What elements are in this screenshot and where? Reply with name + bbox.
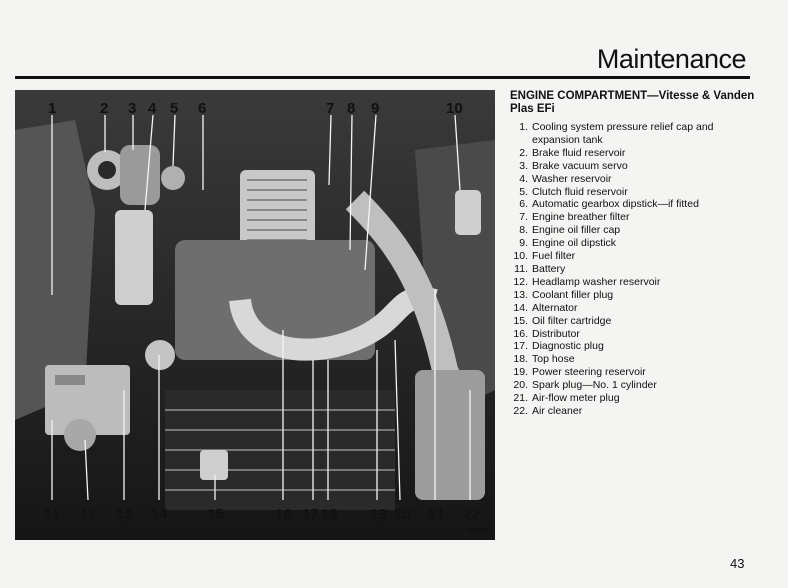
legend-item-number: 16.: [513, 327, 528, 340]
figure-code: H06810: [466, 528, 491, 535]
callout-number: 12: [80, 506, 97, 523]
legend-title: ENGINE COMPARTMENT—Vitesse & Vanden Plas…: [510, 90, 755, 115]
callout-number: 20: [394, 506, 411, 523]
legend-item-text: Coolant filler plug: [532, 288, 614, 301]
legend-item: 1. Cooling system pressure relief cap and…: [510, 121, 760, 147]
callout-number: 10: [446, 100, 463, 117]
legend-item-number: 8.: [519, 224, 528, 237]
callout-number: 13: [116, 506, 133, 523]
legend-item-number: 1.: [519, 121, 528, 133]
legend-item-text: Clutch fluid reservoir: [532, 185, 628, 198]
legend-item-number: 11.: [514, 262, 528, 275]
legend-item: 12. Headlamp washer reservoir: [510, 276, 760, 289]
header-rule: [15, 76, 750, 79]
legend: ENGINE COMPARTMENT—Vitesse & Vanden Plas…: [510, 90, 760, 418]
callout-number: 6: [198, 100, 207, 117]
legend-item-text: Battery: [532, 262, 566, 275]
legend-item-number: 6.: [519, 198, 528, 211]
legend-item: 15. Oil filter cartridge: [510, 315, 760, 328]
legend-item: 7. Engine breather filter: [510, 211, 760, 224]
legend-item-number: 21.: [513, 392, 528, 405]
legend-item-text: Air-flow meter plug: [532, 392, 620, 405]
legend-item-text: Engine oil dipstick: [532, 237, 617, 250]
engine-photo-drawing: [15, 90, 495, 540]
legend-item-text: Automatic gearbox dipstick—if fitted: [532, 198, 699, 211]
page-number: 43: [730, 556, 745, 571]
callout-number: 1: [48, 100, 57, 117]
callout-number: 2: [100, 100, 109, 117]
callout-number: 15: [207, 506, 224, 523]
legend-item: 8. Engine oil filler cap: [510, 224, 760, 237]
callout-number: 22: [463, 506, 480, 523]
legend-item-text: Headlamp washer reservoir: [532, 275, 661, 288]
page-header: Maintenance: [0, 0, 788, 80]
legend-item-number: 18.: [513, 353, 528, 366]
legend-item-text: Washer reservoir: [532, 172, 612, 185]
legend-item-text: Spark plug—No. 1 cylinder: [532, 379, 657, 392]
callout-number: 17: [302, 506, 319, 523]
callout-number: 16: [275, 506, 292, 523]
legend-item-text: Power steering reservoir: [532, 366, 646, 379]
legend-item: 21. Air-flow meter plug: [510, 392, 760, 405]
legend-item: 4. Washer reservoir: [510, 173, 760, 186]
callout-number: 8: [347, 100, 356, 117]
legend-item: 5. Clutch fluid reservoir: [510, 186, 760, 199]
legend-item: 6. Automatic gearbox dipstick—if fitted: [510, 198, 760, 211]
legend-item-number: 17.: [513, 340, 528, 353]
legend-item-text: Brake fluid reservoir: [532, 146, 626, 159]
legend-item-number: 9.: [519, 237, 528, 250]
legend-item: 9. Engine oil dipstick: [510, 237, 760, 250]
legend-item-text: Engine oil filler cap: [532, 224, 621, 237]
legend-item-number: 4.: [519, 172, 528, 185]
callout-number: 9: [371, 100, 380, 117]
legend-item: 2. Brake fluid reservoir: [510, 147, 760, 160]
legend-item-text: Oil filter cartridge: [532, 314, 612, 327]
callout-number: 11: [44, 506, 60, 523]
legend-item-number: 14.: [513, 301, 528, 314]
callout-number: 21: [428, 506, 445, 523]
callout-number: 14: [151, 506, 168, 523]
legend-item-text: Brake vacuum servo: [532, 159, 628, 172]
legend-item: 14. Alternator: [510, 302, 760, 315]
legend-item-number: 19.: [513, 366, 528, 379]
legend-item-text: Air cleaner: [532, 404, 583, 417]
legend-item-text: Diagnostic plug: [532, 340, 604, 353]
callout-number: 3: [128, 100, 137, 117]
legend-item: 22. Air cleaner: [510, 405, 760, 418]
legend-item-number: 12.: [513, 275, 528, 288]
page-title: Maintenance: [596, 44, 747, 74]
legend-item-number: 10.: [513, 250, 528, 263]
callout-number: 7: [326, 100, 335, 117]
legend-item-number: 22.: [513, 404, 528, 417]
legend-item: 13. Coolant filler plug: [510, 289, 760, 302]
legend-list: 1. Cooling system pressure relief cap and…: [510, 121, 760, 418]
legend-item-number: 3.: [519, 159, 528, 172]
callout-number: 4: [148, 100, 157, 117]
legend-item-text: Distributor: [532, 327, 580, 340]
legend-item: 3. Brake vacuum servo: [510, 160, 760, 173]
legend-item: 17. Diagnostic plug: [510, 340, 760, 353]
callout-number: 5: [170, 100, 179, 117]
legend-item: 16. Distributor: [510, 328, 760, 341]
legend-item-number: 13.: [513, 288, 528, 301]
legend-item: 19. Power steering reservoir: [510, 366, 760, 379]
callout-number: 19: [370, 506, 387, 523]
legend-item-text: Cooling system pressure relief cap and e…: [532, 121, 714, 146]
legend-item: 11. Battery: [510, 263, 760, 276]
legend-item-number: 2.: [519, 146, 528, 159]
legend-item-number: 15.: [513, 314, 528, 327]
legend-item: 10. Fuel filter: [510, 250, 760, 263]
legend-item-number: 5.: [519, 185, 528, 198]
legend-item: 20. Spark plug—No. 1 cylinder: [510, 379, 760, 392]
legend-item-text: Top hose: [532, 353, 575, 366]
legend-item: 18. Top hose: [510, 353, 760, 366]
legend-item-text: Alternator: [532, 301, 578, 314]
legend-item-text: Engine breather filter: [532, 211, 630, 224]
legend-item-number: 20.: [513, 379, 528, 392]
legend-item-text: Fuel filter: [532, 250, 576, 263]
callout-number: 18: [321, 506, 338, 523]
legend-item-number: 7.: [519, 211, 528, 224]
engine-compartment-photo: [15, 90, 495, 540]
